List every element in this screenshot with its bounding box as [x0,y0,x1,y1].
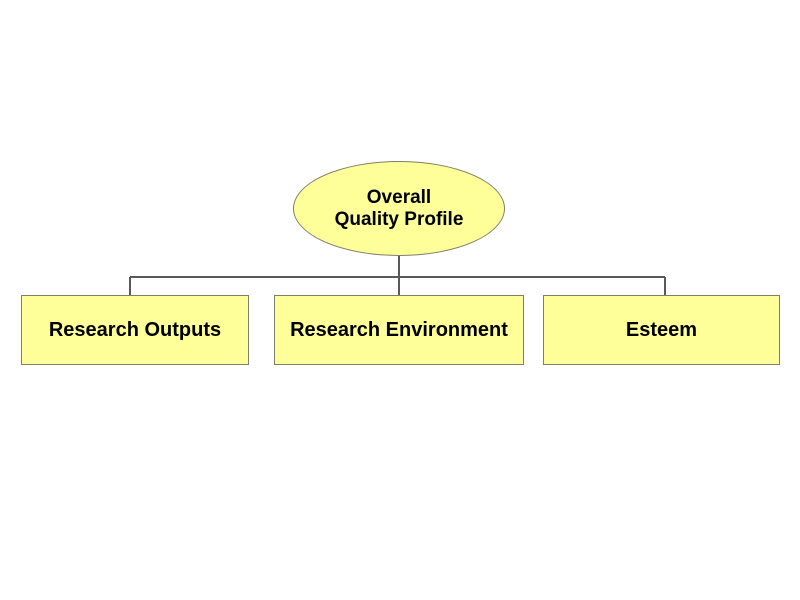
node-overall-quality-profile-label: Overall Quality Profile [334,186,464,230]
node-esteem-label: Esteem [625,319,698,341]
node-esteem: Esteem [543,295,780,365]
node-research-environment-label: Research Environment [290,319,508,341]
node-overall-quality-profile: Overall Quality Profile [293,161,505,256]
node-research-outputs-label: Research Outputs [48,319,222,341]
node-research-environment: Research Environment [274,295,524,365]
node-research-outputs: Research Outputs [21,295,249,365]
